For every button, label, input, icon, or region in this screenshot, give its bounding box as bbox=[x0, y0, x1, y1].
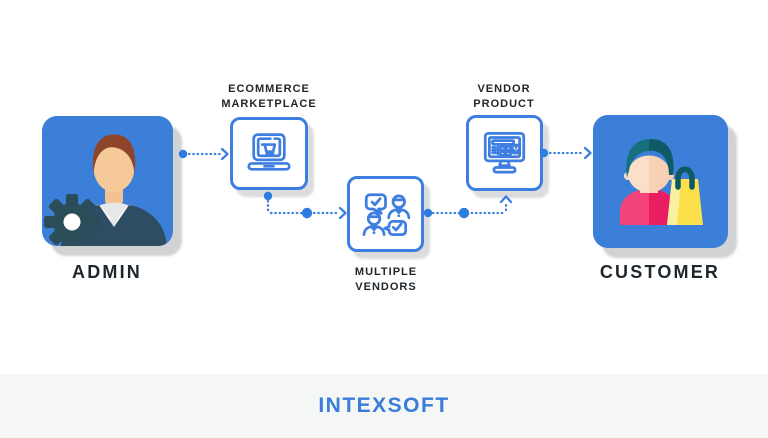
monitor-product-dashboard-icon bbox=[483, 131, 526, 173]
customer-tile bbox=[593, 115, 728, 248]
admin-user-gear-icon bbox=[44, 134, 167, 246]
customer-shopping-bag-icon bbox=[620, 139, 703, 225]
ecommerce-marketplace-label: ECOMMERCE MARKETPLACE bbox=[221, 83, 317, 111]
connector-vendors-to-product bbox=[423, 195, 513, 219]
multiple-vendors-tile bbox=[347, 176, 424, 252]
gear-icon bbox=[44, 194, 100, 246]
connector-admin-to-marketplace bbox=[178, 147, 229, 161]
admin-label: ADMIN bbox=[72, 262, 142, 282]
intexsoft-logo: INTEXSOFT bbox=[318, 394, 450, 417]
vendor-product-label: VENDOR PRODUCT bbox=[473, 83, 535, 111]
connector-product-to-customer bbox=[539, 146, 592, 160]
multiple-vendors-label: MULTIPLE VENDORS bbox=[354, 266, 418, 294]
admin-tile bbox=[42, 116, 173, 246]
vendor-product-tile bbox=[466, 115, 543, 191]
customer-label: CUSTOMER bbox=[599, 262, 721, 282]
footer-band: INTEXSOFT bbox=[0, 374, 768, 438]
laptop-shopping-cart-icon bbox=[247, 132, 291, 171]
connector-marketplace-to-vendors bbox=[263, 191, 347, 220]
ecommerce-marketplace-tile bbox=[230, 117, 308, 190]
vendors-chat-checkmarks-icon bbox=[362, 192, 411, 236]
